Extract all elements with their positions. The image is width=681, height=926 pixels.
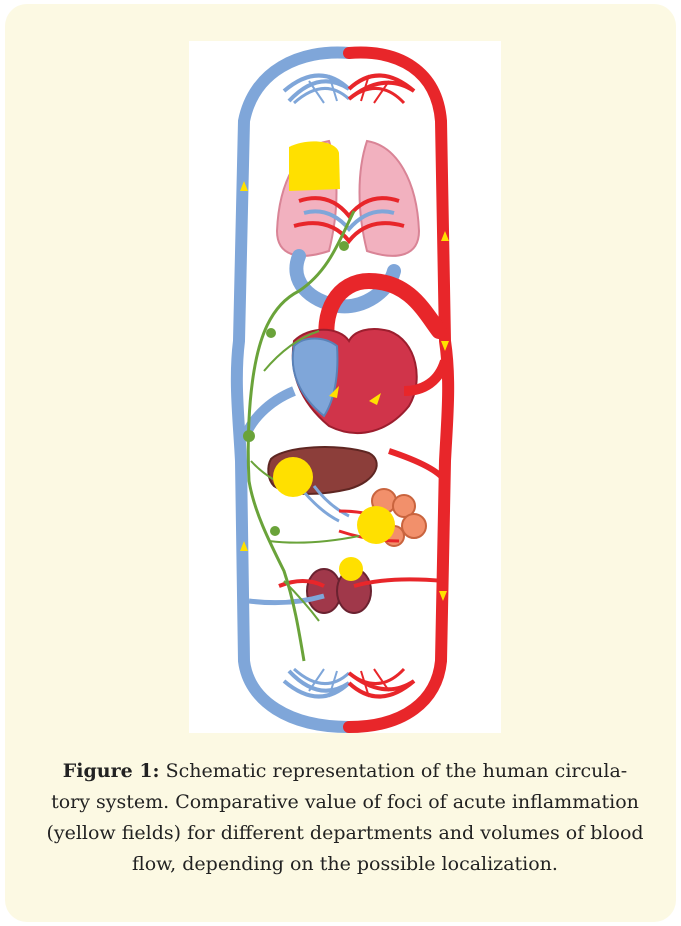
caption-line-2: tory system. Comparative value of foci o… bbox=[51, 791, 639, 813]
lower-capillary-bed bbox=[284, 669, 414, 697]
caption-line-1: Schematic representation of the human ci… bbox=[166, 760, 628, 782]
figure-card: Figure 1: Schematic representation of th… bbox=[5, 4, 676, 922]
figure-label: Figure 1: bbox=[63, 760, 160, 782]
caption-line-3: (yellow fields) for different department… bbox=[46, 822, 643, 844]
inflammation-focus-kidney bbox=[339, 557, 363, 581]
upper-capillary-bed bbox=[284, 75, 414, 103]
figure-caption: Figure 1: Schematic representation of th… bbox=[19, 756, 671, 880]
left-kidney bbox=[307, 569, 341, 613]
caption-line-4: flow, depending on the possible localiza… bbox=[132, 853, 558, 875]
inflammation-focus-intestine bbox=[357, 506, 395, 544]
inflammation-focus-liver bbox=[273, 457, 313, 497]
circulatory-diagram bbox=[189, 41, 501, 733]
heart-right-side bbox=[293, 339, 338, 417]
circulatory-system-illustration bbox=[189, 41, 501, 733]
inflammation-focus-lung bbox=[289, 141, 340, 191]
